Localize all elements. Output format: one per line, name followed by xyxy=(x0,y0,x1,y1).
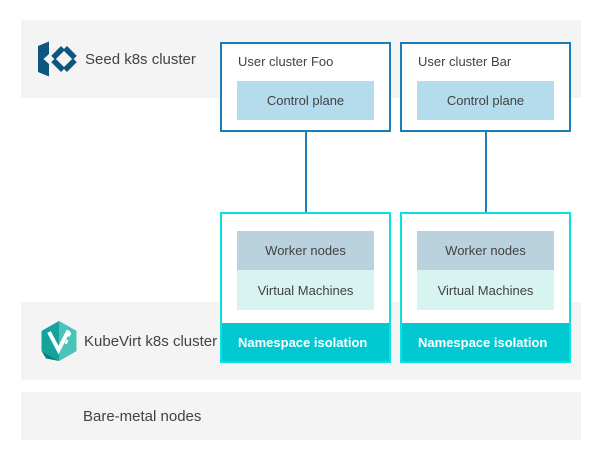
seed-cluster-label: Seed k8s cluster xyxy=(85,50,196,68)
worker-nodes-bar: Worker nodes xyxy=(417,231,554,270)
user-cluster-foo-title: User cluster Foo xyxy=(238,54,334,69)
connector-line-foo xyxy=(305,130,307,212)
worker-nodes-foo: Worker nodes xyxy=(237,231,374,270)
virtual-machines-bar: Virtual Machines xyxy=(417,270,554,310)
kubevirt-cluster-label: KubeVirt k8s cluster xyxy=(84,332,218,350)
namespace-isolation-bar: Namespace isolation xyxy=(402,323,569,361)
virtual-machines-foo: Virtual Machines xyxy=(237,270,374,310)
bare-metal-band: Bare-metal nodes xyxy=(21,392,581,440)
bare-metal-label: Bare-metal nodes xyxy=(83,407,202,425)
user-cluster-bar-title: User cluster Bar xyxy=(418,54,512,69)
control-plane-bar: Control plane xyxy=(417,81,554,120)
kubermatic-logo-icon xyxy=(38,41,77,77)
namespace-isolation-foo: Namespace isolation xyxy=(222,323,389,361)
kubevirt-node-box-bar: Worker nodes Virtual Machines Namespace … xyxy=(400,212,571,363)
control-plane-foo: Control plane xyxy=(237,81,374,120)
kubevirt-node-box-foo: Worker nodes Virtual Machines Namespace … xyxy=(220,212,391,363)
user-cluster-bar-box: User cluster Bar Control plane xyxy=(400,42,571,132)
kubevirt-logo-icon xyxy=(41,321,77,361)
connector-line-bar xyxy=(485,130,487,212)
user-cluster-foo-box: User cluster Foo Control plane xyxy=(220,42,391,132)
